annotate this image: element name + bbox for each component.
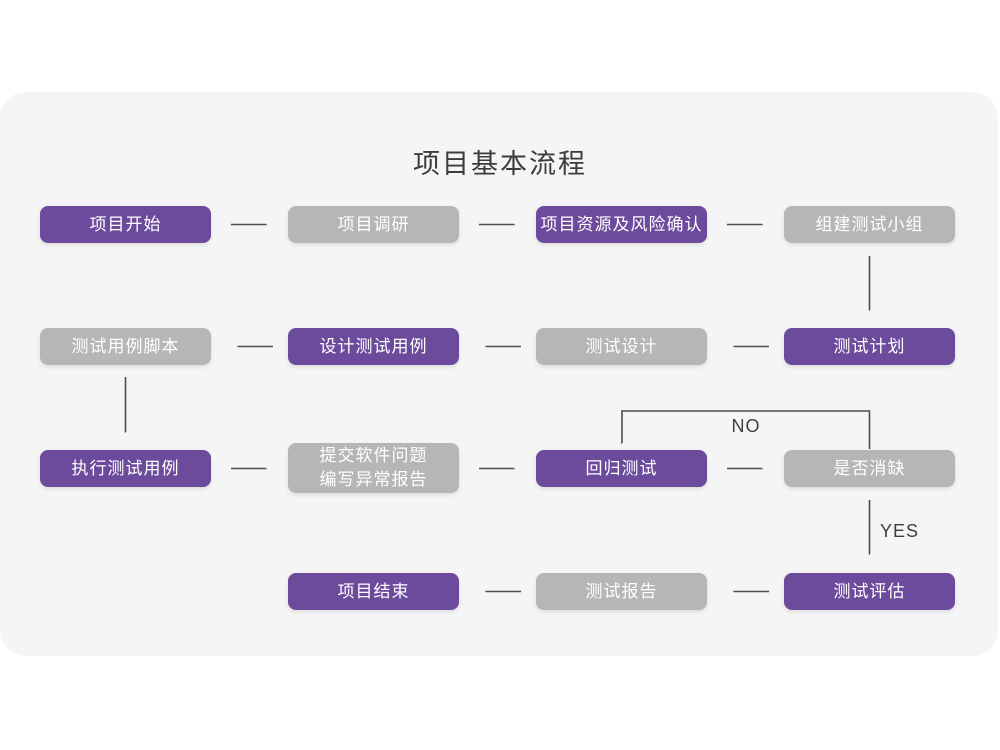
node-test-plan: 测试计划 — [784, 328, 955, 365]
node-test-evaluation: 测试评估 — [784, 573, 955, 610]
node-project-start: 项目开始 — [40, 206, 211, 243]
edge-label-no: NO — [731, 416, 761, 436]
edge-label-yes: YES — [880, 521, 920, 541]
diagram-card — [0, 92, 998, 656]
node-project-research: 项目调研 — [288, 206, 459, 243]
page-title: 项目基本流程 — [413, 149, 587, 179]
node-project-end: 项目结束 — [288, 573, 459, 610]
node-execute-test-cases: 执行测试用例 — [40, 450, 211, 487]
node-design-test-cases: 设计测试用例 — [288, 328, 459, 365]
node-defect-resolved: 是否消缺 — [784, 450, 955, 487]
node-resource-risk-confirm: 项目资源及风险确认 — [536, 206, 707, 243]
node-submit-issues-report: 提交软件问题 编写异常报告 — [288, 443, 459, 493]
node-test-case-scripts: 测试用例脚本 — [40, 328, 211, 365]
node-build-test-team: 组建测试小组 — [784, 206, 955, 243]
node-test-report: 测试报告 — [536, 573, 707, 610]
node-test-design: 测试设计 — [536, 328, 707, 365]
node-regression-test: 回归测试 — [536, 450, 707, 487]
